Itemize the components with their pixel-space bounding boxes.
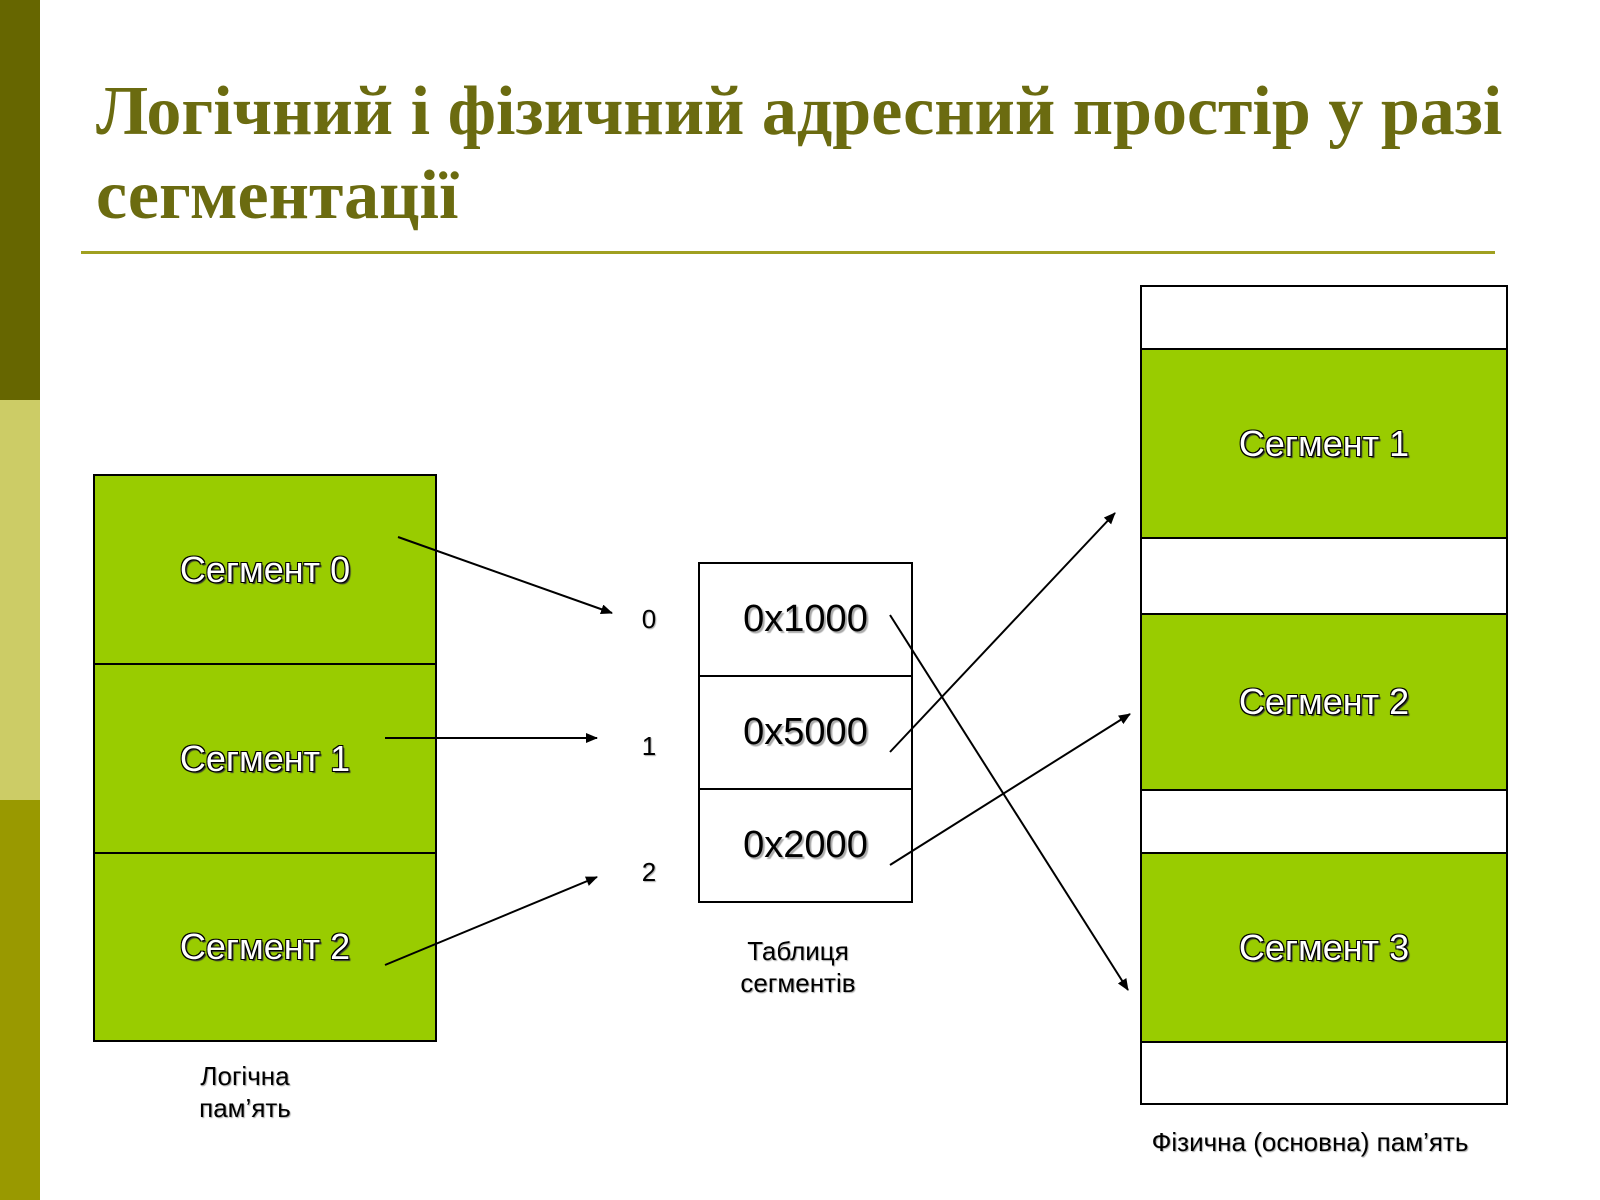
- arrow-entry-2-to-physical-2: [889, 713, 1131, 866]
- table-index-0: 0: [641, 604, 657, 634]
- arrow-entry-0-to-physical-3: [889, 614, 1129, 991]
- arrow-entry-1-to-physical-1: [889, 512, 1116, 753]
- logical-segment-2: Сегмент 2: [93, 852, 437, 1042]
- physical-free-block-top: [1140, 285, 1508, 350]
- physical-free-block-bottom: [1140, 1041, 1508, 1105]
- physical-segment-3: Сегмент 3: [1140, 852, 1508, 1043]
- sidebar-band-top: [0, 0, 40, 400]
- segment-table-caption: Таблиця сегментів: [740, 936, 856, 998]
- title-underline: [81, 251, 1495, 254]
- sidebar-band-bottom: [0, 800, 40, 1200]
- logical-segment-1: Сегмент 1: [93, 663, 437, 854]
- sidebar-band-middle: [0, 400, 40, 800]
- arrow-logical-0-to-index-0: [397, 536, 613, 615]
- table-index-2: 2: [641, 857, 657, 887]
- physical-memory-caption: Фізична (основна) пам’ять: [1151, 1127, 1469, 1157]
- physical-segment-1: Сегмент 1: [1140, 348, 1508, 539]
- physical-segment-2: Сегмент 2: [1140, 613, 1508, 791]
- table-index-1: 1: [641, 731, 657, 761]
- logical-memory-caption: Логічна пам’ять: [199, 1061, 291, 1123]
- table-entry-1: 0x5000: [698, 675, 913, 790]
- physical-free-block-3: [1140, 789, 1508, 854]
- logical-segment-0: Сегмент 0: [93, 474, 437, 665]
- arrow-logical-2-to-index-2: [384, 876, 598, 966]
- table-entry-2: 0x2000: [698, 788, 913, 903]
- slide-title: Логічний і фізичний адресний простір у р…: [96, 73, 1503, 234]
